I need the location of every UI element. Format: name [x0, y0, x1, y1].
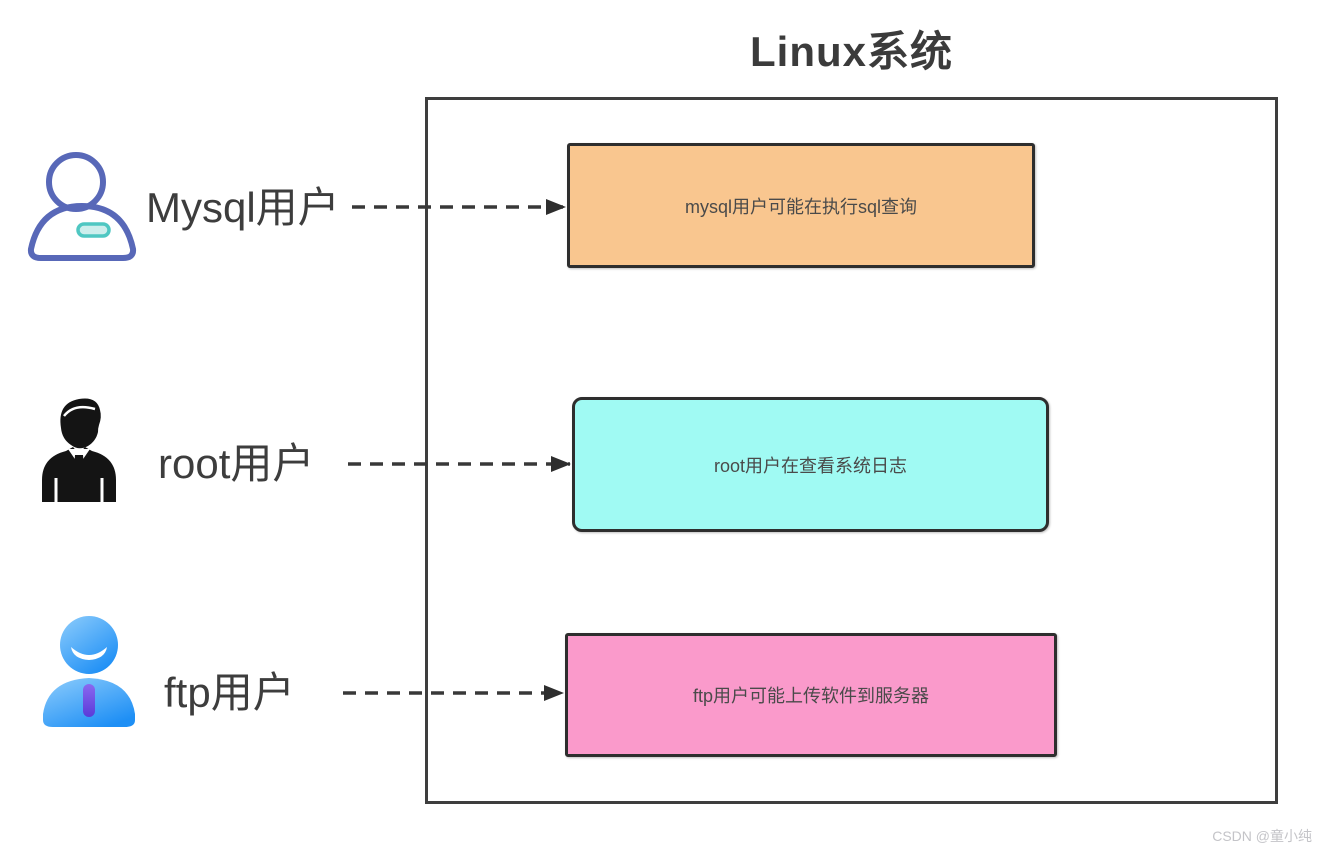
user-label-mysql: Mysql用户 — [146, 184, 340, 231]
task-box-mysql: mysql用户可能在执行sql查询 — [567, 143, 1035, 268]
blue-user-icon — [43, 616, 135, 727]
business-user-icon — [42, 398, 116, 502]
user-label-root: root用户 — [158, 440, 315, 487]
diagram-title: Linux系统 — [750, 28, 953, 75]
user-label-ftp: ftp用户 — [164, 669, 295, 716]
task-box-ftp: ftp用户可能上传软件到服务器 — [565, 633, 1057, 757]
task-box-root: root用户在查看系统日志 — [572, 397, 1049, 532]
outline-user-icon — [27, 152, 137, 261]
watermark: CSDN @童小纯 — [1212, 828, 1312, 844]
